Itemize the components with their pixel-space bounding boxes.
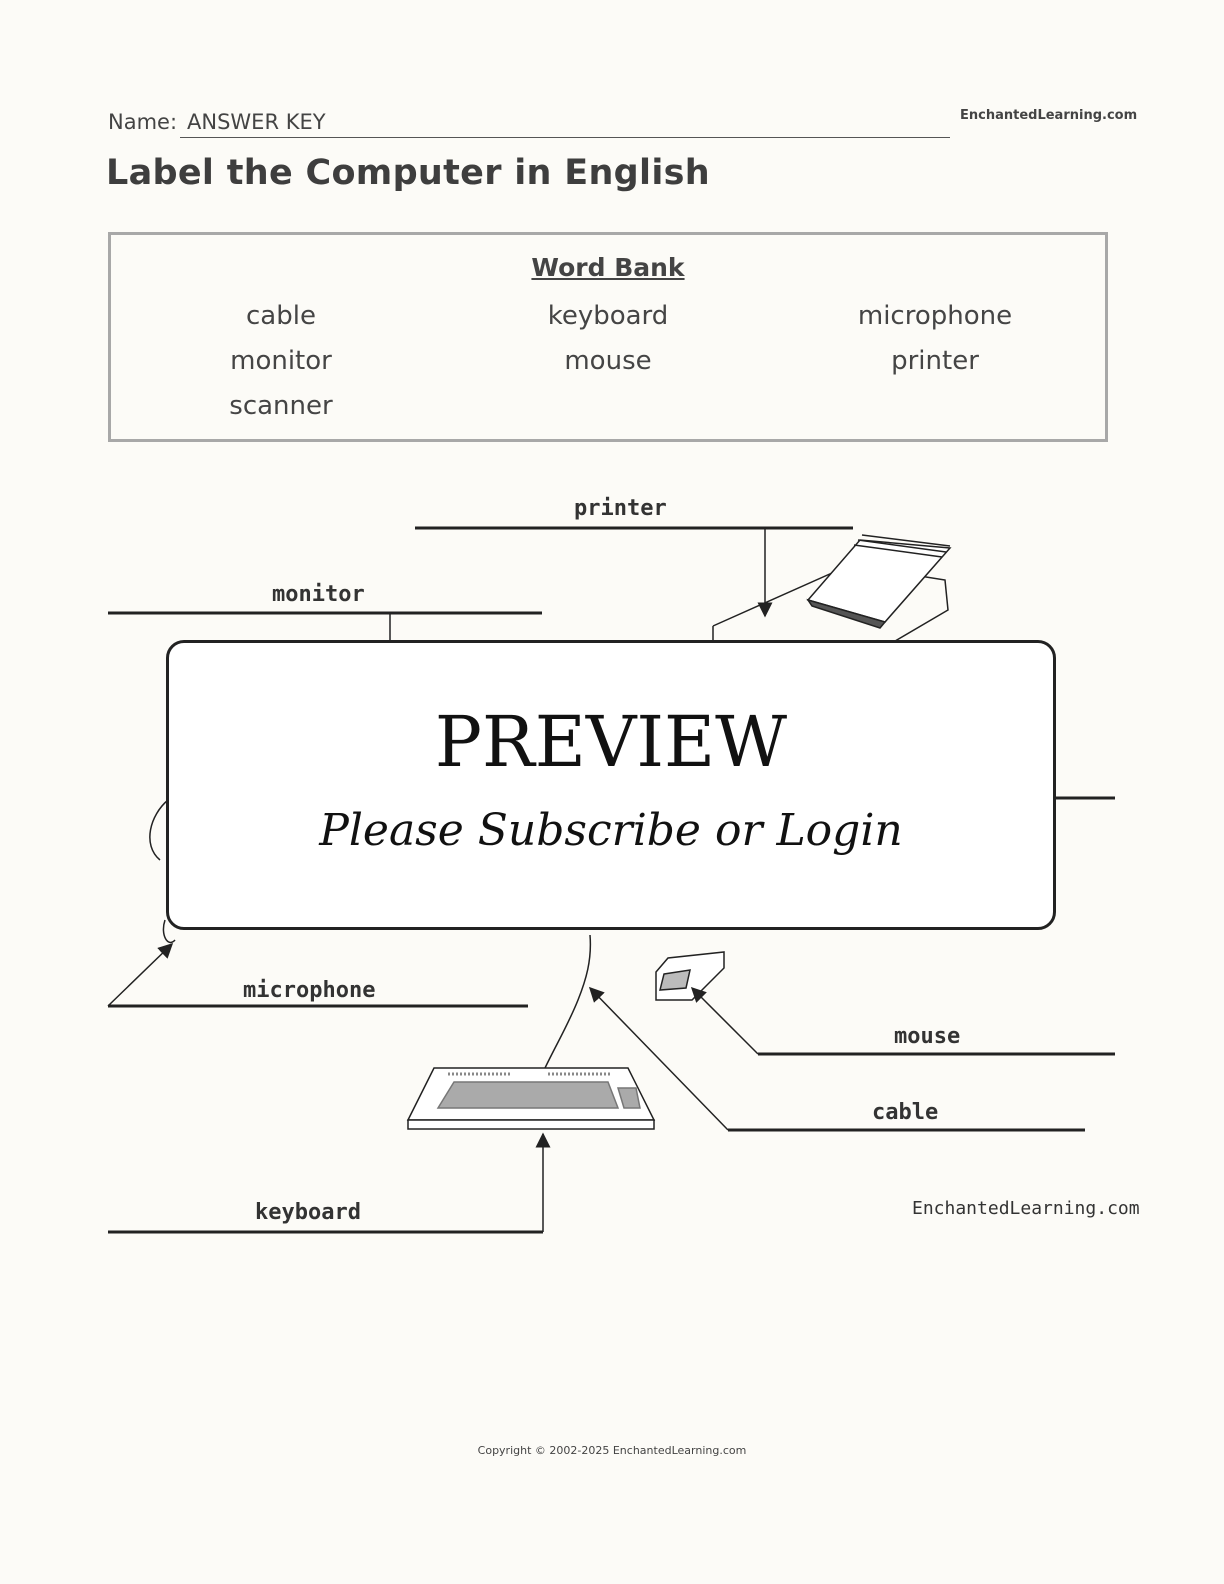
word-bank-word: microphone	[857, 301, 1013, 331]
preview-overlay[interactable]: PREVIEW Please Subscribe or Login	[166, 640, 1056, 930]
label-microphone: microphone	[243, 978, 376, 1003]
word-bank-word: keyboard	[547, 301, 669, 331]
preview-subscribe-login[interactable]: Please Subscribe or Login	[319, 805, 903, 856]
cable-drawing	[544, 934, 592, 1069]
word-bank-word: monitor	[230, 346, 332, 376]
word-bank-word: printer	[891, 346, 979, 376]
cable-pointer	[588, 986, 729, 1131]
mouse-pointer	[690, 986, 759, 1055]
label-keyboard: keyboard	[255, 1200, 361, 1225]
label-cable: cable	[872, 1100, 939, 1125]
word-bank-title: Word Bank	[531, 253, 685, 282]
mouse-drawing	[655, 951, 725, 1001]
word-bank-word: mouse	[564, 346, 652, 376]
name-underline	[180, 137, 950, 138]
page-title: Label the Computer in English	[106, 153, 710, 193]
preview-title: PREVIEW	[434, 701, 788, 783]
name-value: ANSWER KEY	[187, 110, 326, 134]
diagram-watermark: EnchantedLearning.com	[912, 1198, 1140, 1219]
microphone-pointer	[107, 942, 174, 1007]
label-monitor: monitor	[272, 582, 365, 607]
keyboard-drawing	[406, 1067, 656, 1130]
printer-drawing	[712, 534, 952, 645]
word-bank-word: cable	[246, 301, 316, 331]
word-bank: Word Bank cable keyboard microphone moni…	[108, 232, 1108, 442]
copyright: Copyright © 2002-2025 EnchantedLearning.…	[477, 1444, 747, 1457]
label-printer: printer	[574, 496, 667, 521]
word-bank-word: scanner	[229, 391, 333, 421]
label-mouse: mouse	[894, 1024, 961, 1049]
name-label: Name:	[108, 110, 178, 134]
microphone-drawing	[149, 799, 176, 944]
site-link-top[interactable]: EnchantedLearning.com	[960, 108, 1138, 123]
